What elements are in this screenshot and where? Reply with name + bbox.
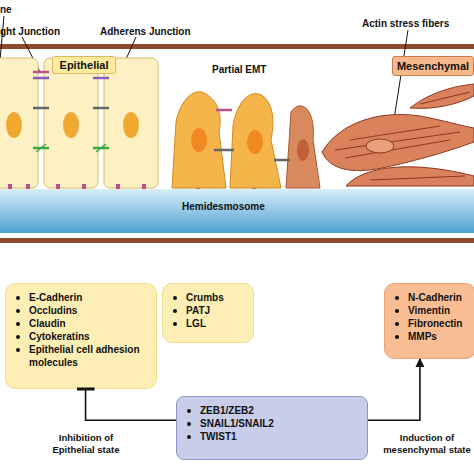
nucleus [123, 112, 139, 138]
actin-stress-fibers [335, 92, 470, 180]
text-row: SNAIL1/SNAIL2 [187, 417, 361, 430]
bullet-dot [16, 348, 20, 352]
mesenchymal-cell [346, 167, 474, 186]
text-row: Epithelial [55, 57, 113, 73]
list-item: ZEB1/ZEB2 [200, 404, 254, 417]
text-row: Mesenchymal [395, 58, 471, 74]
bullet-dot [395, 322, 399, 326]
junction-marks [33, 72, 109, 152]
bullet-dot [187, 435, 191, 439]
text-row: Occludins [16, 304, 150, 317]
connector-line [86, 389, 176, 420]
text-row: LGL [173, 317, 247, 330]
list-item: Crumbs [186, 291, 224, 304]
partial-emt-cell [172, 92, 226, 188]
list-item: N-Cadherin [408, 291, 462, 304]
bullet-dot [395, 309, 399, 313]
bullet-dot [187, 422, 191, 426]
state-tag: Mesenchymal [392, 56, 474, 76]
marker-list: N-CadherinVimentinFibronectinMMPs [384, 283, 474, 359]
text-row: Cytokeratins [16, 330, 150, 343]
text-row: N-Cadherin [395, 291, 469, 304]
partial-emt-cell [230, 94, 281, 188]
list-item: LGL [186, 317, 206, 330]
text-row: Epithelial cell adhesion molecules [16, 343, 150, 369]
membrane-bar [0, 44, 474, 49]
connector-line [368, 359, 420, 420]
mesenchymal-cell [322, 115, 474, 171]
epithelial-cell [0, 58, 38, 188]
list-item: MMPs [408, 330, 437, 343]
text-row: Fibronectin [395, 317, 469, 330]
callout-label: Adherens Junction [100, 26, 191, 38]
callout-label: Partial EMT [212, 64, 266, 76]
text-row: Claudin [16, 317, 150, 330]
bullet-dot [173, 296, 177, 300]
bullet-dot [16, 296, 20, 300]
state-name: Mesenchymal [395, 58, 471, 74]
edge-label: Induction of mesenchymal state [380, 432, 474, 456]
list-item: E-Cadherin [29, 291, 82, 304]
bullet-dot [173, 322, 177, 326]
nucleus [6, 112, 22, 138]
bullet-dot [395, 296, 399, 300]
callout-label: Actin stress fibers [362, 18, 449, 30]
nucleus [191, 128, 207, 152]
bullet-dot [16, 335, 20, 339]
callout-label: ght Junction [0, 26, 60, 38]
list-item: Vimentin [408, 304, 450, 317]
callout-label: ne [0, 4, 12, 16]
text-row: PATJ [173, 304, 247, 317]
bullet-dot [173, 309, 177, 313]
nucleus [366, 139, 394, 153]
state-tag: Epithelial [52, 56, 116, 74]
bullet-dot [187, 409, 191, 413]
list-item: Cytokeratins [29, 330, 90, 343]
marker-list: E-CadherinOccludinsClaudinCytokeratinsEp… [5, 283, 157, 389]
state-name: Epithelial [55, 57, 113, 73]
epithelial-cell [104, 58, 158, 188]
nucleus [247, 130, 263, 154]
text-row: E-Cadherin [16, 291, 150, 304]
bullet-dot [395, 335, 399, 339]
membrane-bar [0, 238, 474, 243]
bullet-dot [16, 322, 20, 326]
list-item: Fibronectin [408, 317, 462, 330]
bullet-dot [16, 309, 20, 313]
text-row: ZEB1/ZEB2 [187, 404, 361, 417]
basement-membrane-band [0, 189, 474, 233]
edge-label: Inhibition of Epithelial state [40, 432, 132, 456]
epithelial-cell [44, 58, 98, 188]
leader-line [0, 16, 4, 60]
marker-list: CrumbsPATJLGL [162, 283, 254, 343]
junction-marks [214, 110, 290, 160]
text-row: Vimentin [395, 304, 469, 317]
text-row: TWIST1 [187, 430, 361, 443]
list-item: Occludins [29, 304, 77, 317]
text-row: MMPs [395, 330, 469, 343]
nucleus [63, 112, 79, 138]
text-row: Crumbs [173, 291, 247, 304]
nucleus [297, 139, 309, 161]
list-item: Epithelial cell adhesion molecules [29, 343, 150, 369]
list-item: TWIST1 [200, 430, 237, 443]
list-item: PATJ [186, 304, 210, 317]
callout-label: Hemidesmosome [182, 201, 265, 213]
list-item: SNAIL1/SNAIL2 [200, 417, 274, 430]
transcription-factor-box: ZEB1/ZEB2SNAIL1/SNAIL2TWIST1 [176, 396, 368, 460]
partial-emt-cell [286, 106, 320, 188]
mesenchymal-cell [410, 84, 474, 108]
list-item: Claudin [29, 317, 66, 330]
